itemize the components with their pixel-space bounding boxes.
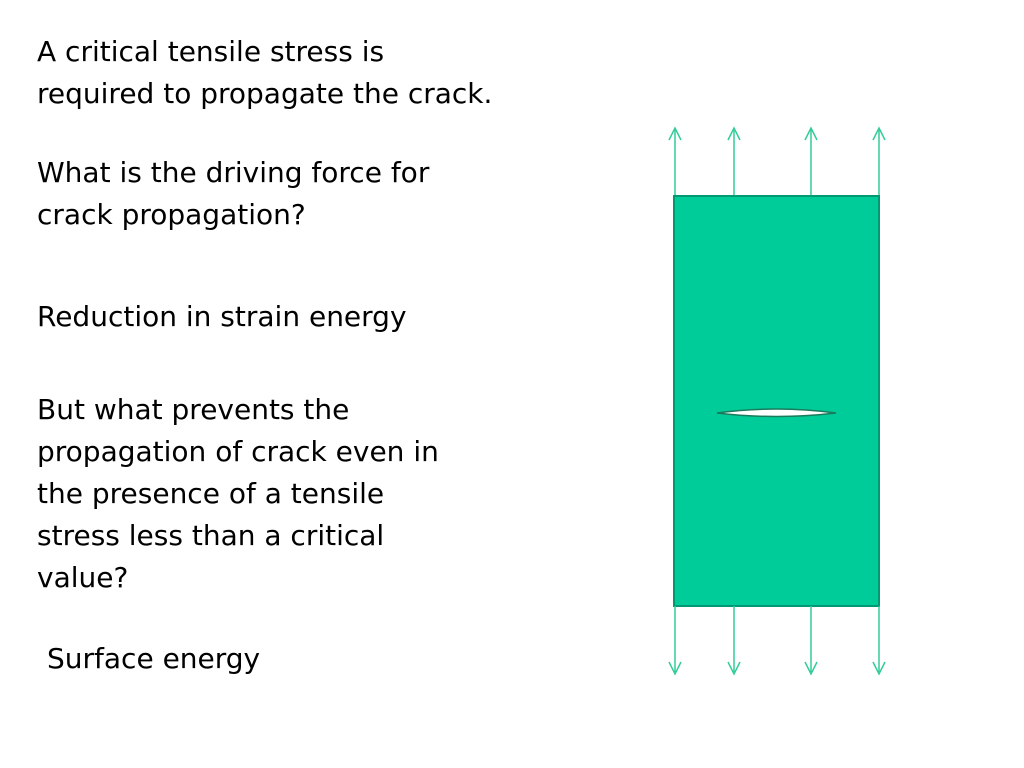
bottom-arrowhead-4 (872, 661, 886, 676)
specimen-plate (673, 195, 880, 607)
bottom-tension-arrows (668, 606, 886, 676)
question-driving-force: What is the driving force for crack prop… (37, 156, 430, 231)
top-arrowhead-2 (727, 126, 741, 141)
top-arrowhead-1 (668, 126, 682, 141)
top-arrowhead-3 (804, 126, 818, 141)
top-tension-arrows (668, 126, 886, 196)
bottom-arrowhead-1 (668, 661, 682, 676)
answer-surface-energy: Surface energy (47, 642, 261, 675)
top-arrowhead-4 (872, 126, 886, 141)
answer-strain-energy: Reduction in strain energy (37, 300, 407, 333)
question-what-prevents: But what prevents the propagation of cra… (37, 393, 439, 594)
crack (716, 408, 837, 418)
bottom-arrowhead-3 (804, 661, 818, 676)
statement-critical-stress: A critical tensile stress is required to… (37, 35, 493, 110)
bottom-arrowhead-2 (727, 661, 741, 676)
